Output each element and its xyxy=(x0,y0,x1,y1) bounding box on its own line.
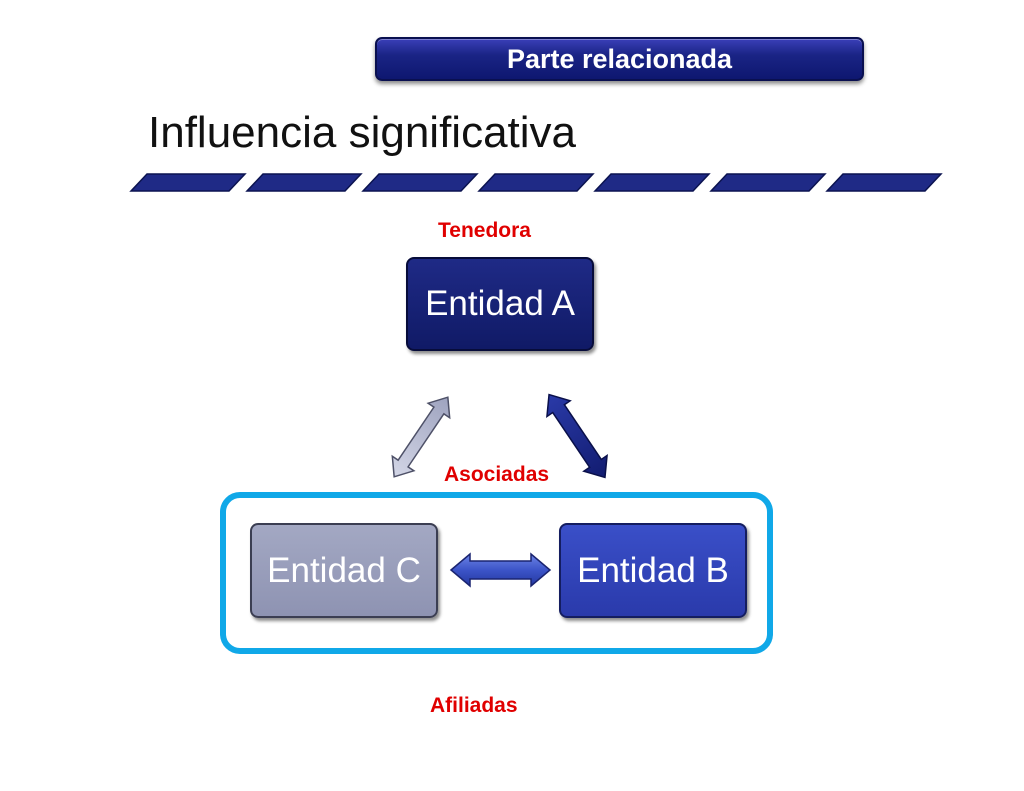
associates-label: Asociadas xyxy=(444,463,550,486)
affiliates-label: Afiliadas xyxy=(430,694,518,717)
divider-segment xyxy=(709,173,827,192)
arrow-a-b xyxy=(546,393,608,479)
arrow-a-c xyxy=(391,396,451,478)
slide-title: Influencia significativa xyxy=(148,108,577,157)
divider-segment xyxy=(477,173,595,192)
entity-b-label: Entidad B xyxy=(577,550,729,590)
holder-label: Tenedora xyxy=(438,219,531,242)
divider-segment xyxy=(593,173,711,192)
divider-segment xyxy=(129,173,247,192)
entity-c-label: Entidad C xyxy=(267,550,421,590)
banner-label: Parte relacionada xyxy=(506,43,733,74)
divider-segment xyxy=(361,173,479,192)
section-banner: Parte relacionada xyxy=(375,37,864,81)
entity-c-box: Entidad C xyxy=(250,523,438,618)
divider-segment xyxy=(245,173,363,192)
affiliates-group-frame xyxy=(220,492,773,654)
arrow-c-b xyxy=(449,552,552,588)
divider-segment xyxy=(825,173,943,192)
entity-a-box: Entidad A xyxy=(406,257,594,351)
entity-a-label: Entidad A xyxy=(425,284,575,323)
entity-b-box: Entidad B xyxy=(559,523,747,618)
